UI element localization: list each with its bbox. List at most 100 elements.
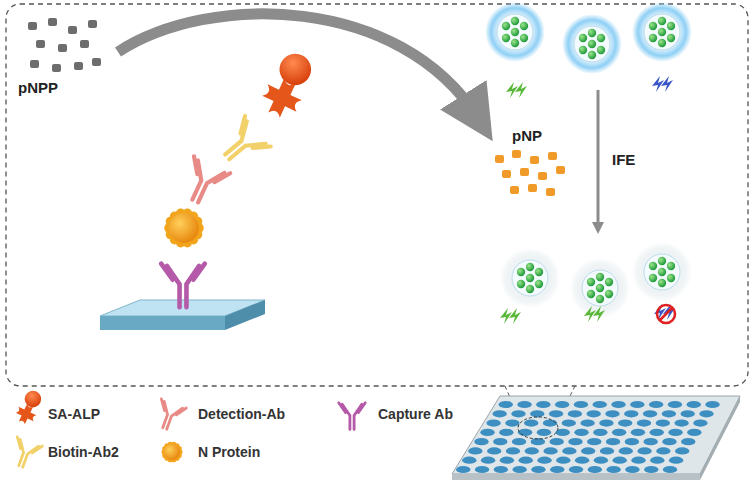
- plate-well: [625, 466, 639, 473]
- plate-well: [611, 401, 625, 408]
- reaction-arrow: [118, 14, 478, 118]
- plate-well: [599, 419, 613, 426]
- plate-well: [531, 438, 545, 445]
- dashed-frame: [6, 4, 748, 386]
- plate-well: [581, 447, 595, 454]
- plate-well: [543, 419, 557, 426]
- pnpp-molecule: [28, 22, 37, 30]
- legend-sample: [339, 403, 366, 430]
- plate-well: [680, 410, 694, 417]
- plate-well: [537, 457, 551, 464]
- pnp-molecule: [495, 155, 504, 163]
- plate-well: [644, 466, 658, 473]
- pnpp-molecule: [74, 62, 83, 70]
- plate-well: [687, 429, 701, 436]
- pnpp-molecule: [58, 44, 67, 52]
- plate-well: [668, 401, 682, 408]
- pnp-molecule: [546, 188, 555, 196]
- blocked-sign: [657, 305, 675, 323]
- plate-well: [562, 447, 576, 454]
- pnpp-molecule: [68, 26, 77, 34]
- pnpp-molecule: [52, 64, 61, 72]
- plate-well: [499, 401, 513, 408]
- plate-well: [668, 429, 682, 436]
- plate-well: [681, 438, 695, 445]
- pnp-molecule: [520, 168, 529, 176]
- pnp-molecule: [528, 184, 537, 192]
- pnp-molecule: [510, 186, 519, 194]
- plate-well: [631, 429, 645, 436]
- legend-sample: [8, 437, 42, 471]
- pnp-molecule: [512, 150, 521, 158]
- plate-well: [593, 429, 607, 436]
- plate-well: [674, 419, 688, 426]
- legend-text: SA-ALP: [48, 407, 100, 421]
- pnp-molecule: [502, 170, 511, 178]
- plate-well: [505, 419, 519, 426]
- plate-well: [699, 410, 713, 417]
- plate-well: [550, 466, 564, 473]
- plate-well: [518, 429, 532, 436]
- label-text: IFE: [612, 152, 635, 167]
- plate-well: [575, 457, 589, 464]
- pnpp-molecule: [80, 40, 89, 48]
- plate-well: [675, 447, 689, 454]
- well-plate: [452, 396, 740, 474]
- quenched-nanoparticle: [500, 248, 560, 308]
- ife-arrow: [597, 90, 600, 228]
- plate-well: [531, 466, 545, 473]
- fluorescent-nanoparticle: [632, 2, 692, 62]
- plate-well: [480, 429, 494, 436]
- plate-well: [588, 466, 602, 473]
- plate-well: [512, 466, 526, 473]
- plate-well: [605, 410, 619, 417]
- plate-well: [536, 401, 550, 408]
- plate-well: [537, 429, 551, 436]
- plate-well: [562, 419, 576, 426]
- plate-well: [468, 447, 482, 454]
- emission-light: [652, 76, 673, 92]
- plate-well: [687, 401, 701, 408]
- plate-well: [511, 410, 525, 417]
- plate-well: [649, 401, 663, 408]
- excitation-light: [506, 82, 527, 98]
- plate-well: [486, 419, 500, 426]
- plate-well: [568, 410, 582, 417]
- legend-text: Detection-Ab: [198, 407, 285, 421]
- plate-well: [650, 457, 664, 464]
- legend-sample: [152, 399, 186, 433]
- fluorescent-nanoparticle: [562, 14, 622, 74]
- plate-well: [568, 438, 582, 445]
- plate-well: [625, 438, 639, 445]
- plate-well: [543, 447, 557, 454]
- plate-well: [619, 447, 633, 454]
- plate-well: [475, 466, 489, 473]
- plate-well: [656, 447, 670, 454]
- plate-well: [574, 429, 588, 436]
- excitation-light: [584, 306, 605, 322]
- biotin-antibody: [214, 116, 270, 172]
- plate-well: [650, 429, 664, 436]
- plate-well: [493, 438, 507, 445]
- plate-well: [481, 457, 495, 464]
- plate-well: [456, 466, 470, 473]
- plate-well: [524, 419, 538, 426]
- plate-well: [525, 447, 539, 454]
- plate-well: [555, 401, 569, 408]
- pnp-molecule: [538, 172, 547, 180]
- plate-well: [606, 466, 620, 473]
- pnpp-molecule: [88, 20, 97, 28]
- plate-well: [517, 401, 531, 408]
- plate-well: [569, 466, 583, 473]
- plate-well: [643, 438, 657, 445]
- plate-well: [669, 457, 683, 464]
- legend-sample: [13, 387, 46, 427]
- plate-well: [606, 438, 620, 445]
- plate-well: [600, 447, 614, 454]
- plate-well: [487, 447, 501, 454]
- quenched-nanoparticle: [632, 242, 692, 302]
- plate-well: [586, 410, 600, 417]
- n-protein: [164, 209, 204, 248]
- plate-well: [637, 447, 651, 454]
- plate-well: [519, 457, 533, 464]
